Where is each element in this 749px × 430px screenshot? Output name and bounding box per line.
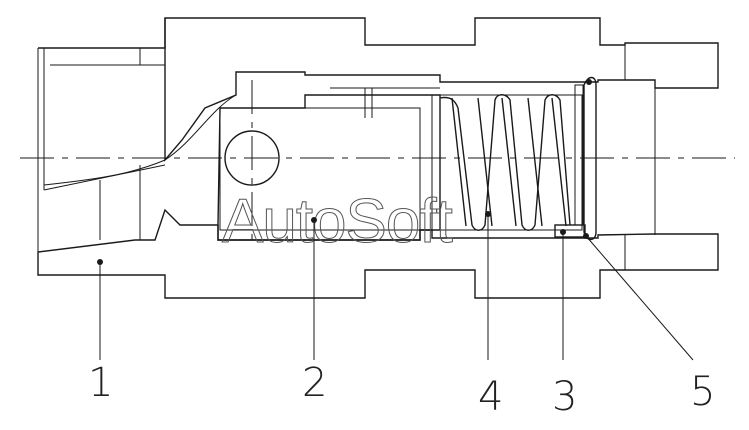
- part-4-spring: [431, 94, 583, 231]
- outlet-threads: [624, 43, 656, 270]
- callout-4: 4: [478, 374, 503, 420]
- part-1-fitting: [37, 18, 237, 275]
- part-2-poppet: [217, 87, 441, 241]
- callout-5: 5: [690, 369, 715, 415]
- callout-3: 3: [552, 374, 577, 420]
- watermark-text: AutoSoft: [222, 187, 453, 256]
- leaders: [97, 211, 694, 361]
- body-upper-section: [164, 17, 719, 162]
- callout-1: 1: [88, 360, 113, 406]
- part-3-washer: [554, 84, 586, 238]
- callout-2: 2: [302, 360, 327, 406]
